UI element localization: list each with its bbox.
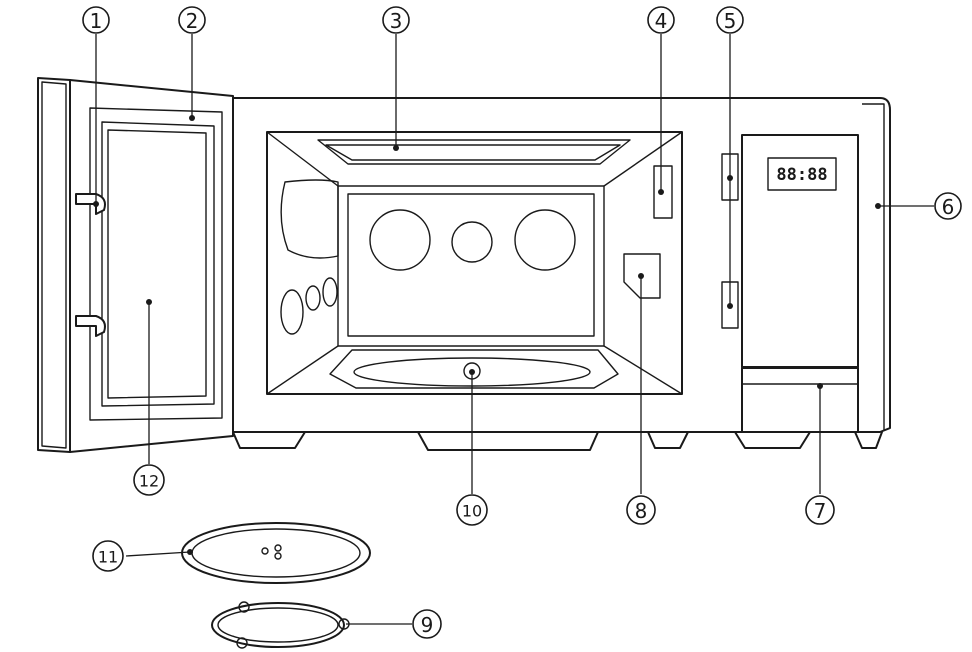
door-latch-hooks (75, 193, 106, 337)
callout-3: 3 (382, 6, 410, 34)
svg-text:9: 9 (421, 613, 434, 637)
svg-text:12: 12 (139, 472, 159, 491)
callout-1: 1 (82, 6, 110, 34)
callout-6: 6 (934, 192, 962, 220)
svg-text:8: 8 (635, 499, 648, 523)
roller-ring (211, 601, 350, 649)
callout-10: 10 (456, 494, 488, 526)
door (37, 77, 234, 453)
callout-11: 11 (92, 540, 124, 572)
cabinet (232, 97, 891, 451)
svg-text:3: 3 (390, 9, 403, 33)
display-window (767, 157, 837, 191)
svg-text:6: 6 (942, 195, 955, 219)
svg-text:4: 4 (655, 9, 668, 33)
svg-text:2: 2 (186, 9, 199, 33)
svg-text:10: 10 (462, 502, 482, 521)
svg-text:5: 5 (724, 9, 737, 33)
callout-8: 8 (626, 495, 656, 525)
door-window (101, 121, 215, 407)
callout-4: 4 (647, 6, 675, 34)
callout-2: 2 (178, 6, 206, 34)
callout-5: 5 (716, 6, 744, 34)
svg-text:11: 11 (98, 548, 118, 567)
leaders (93, 34, 934, 625)
door-safety-lock (653, 165, 673, 219)
door-opener-button (741, 367, 859, 433)
display-readout: 88:88 (776, 165, 827, 185)
callout-12: 12 (133, 464, 165, 496)
callout-7: 7 (805, 495, 835, 525)
control-panel: 88:88 (741, 134, 859, 433)
oven-cavity (266, 131, 683, 395)
waveguide-cover (623, 253, 661, 299)
callout-9: 9 (412, 609, 442, 639)
glass-tray (181, 522, 371, 584)
svg-text:7: 7 (814, 499, 827, 523)
svg-text:1: 1 (90, 9, 103, 33)
